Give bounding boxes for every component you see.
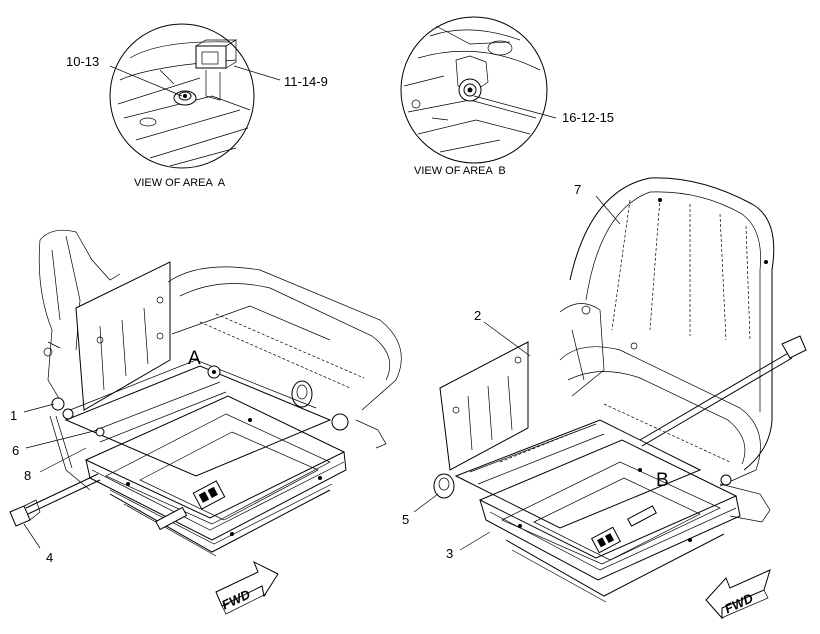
callout-16-12-15: 16-12-15 — [562, 110, 614, 125]
callout-10-13: 10-13 — [66, 54, 99, 69]
callout-5: 5 — [402, 512, 409, 527]
callout-6: 6 — [12, 443, 19, 458]
callout-7: 7 — [574, 182, 581, 197]
callout-4: 4 — [46, 550, 53, 565]
callout-11-14-9: 11-14-9 — [284, 74, 328, 89]
area-marker-a: A — [188, 348, 201, 369]
leader-lines — [23, 65, 621, 551]
fwd-arrow-right: FWD — [705, 569, 771, 620]
callout-3: 3 — [446, 546, 453, 561]
caption-view-area-a: VIEW OF AREA A — [134, 177, 226, 189]
detail-view-area-a — [109, 23, 255, 169]
callout-8: 8 — [24, 468, 31, 483]
callout-1: 1 — [10, 408, 17, 423]
seat-assembly-left — [9, 229, 402, 557]
area-marker-b: B — [656, 470, 669, 491]
caption-view-area-b: VIEW OF AREA B — [414, 165, 506, 177]
seat-assembly-right — [433, 177, 807, 603]
callout-2: 2 — [474, 308, 481, 323]
callouts: 10-13 11-14-9 16-12-15 1 6 8 4 2 7 5 3 V… — [10, 54, 669, 565]
fwd-arrow-left: FWD — [215, 560, 279, 615]
detail-view-area-b — [400, 16, 548, 164]
